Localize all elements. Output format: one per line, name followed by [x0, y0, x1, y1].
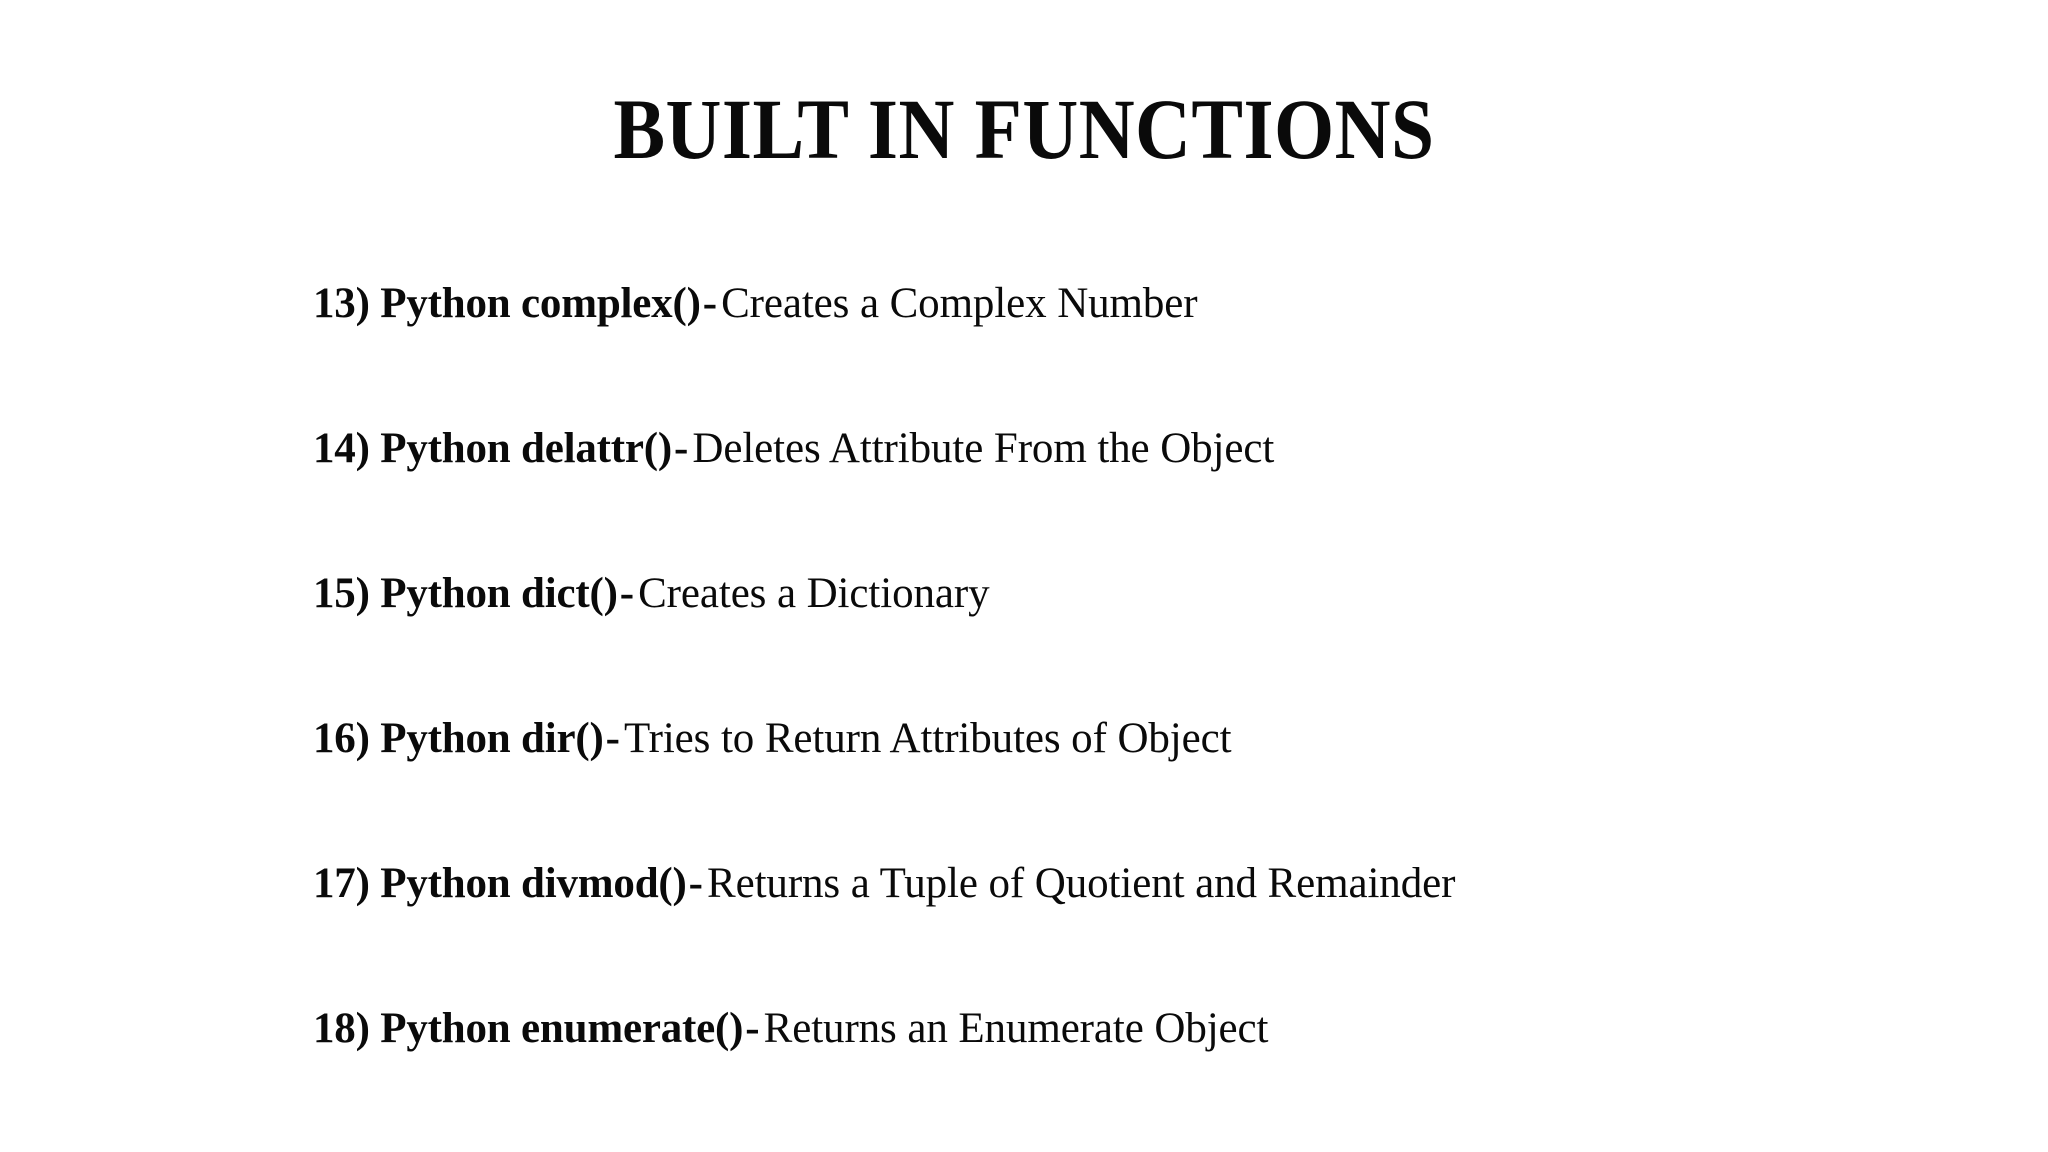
- separator-dash: -: [688, 860, 703, 907]
- function-description: Deletes Attribute From the Object: [692, 425, 1275, 472]
- list-item: 13) Python complex()-Creates a Complex N…: [313, 278, 1963, 423]
- list-item: 16) Python dir()-Tries to Return Attribu…: [313, 713, 1963, 858]
- function-name: 18) Python enumerate(): [313, 1005, 744, 1052]
- separator-dash: -: [619, 570, 635, 617]
- function-name: 14) Python delattr(): [313, 425, 673, 472]
- separator-dash: -: [605, 715, 620, 762]
- function-description: Returns an Enumerate Object: [763, 1005, 1269, 1052]
- separator-dash: -: [674, 425, 689, 472]
- function-name: 16) Python dir(): [313, 715, 604, 762]
- list-item: 15) Python dict()-Creates a Dictionary: [313, 568, 1963, 713]
- function-description: Creates a Dictionary: [638, 570, 990, 617]
- list-item: 18) Python enumerate()-Returns an Enumer…: [313, 1003, 1963, 1148]
- page-title: BUILT IN FUNCTIONS: [613, 81, 1435, 177]
- list-item: 17) Python divmod()-Returns a Tuple of Q…: [313, 858, 1963, 1003]
- built-in-functions-list: 13) Python complex()-Creates a Complex N…: [313, 278, 1963, 1148]
- function-description: Returns a Tuple of Quotient and Remainde…: [707, 860, 1456, 907]
- function-name: 13) Python complex(): [313, 280, 701, 327]
- function-name: 15) Python dict(): [313, 570, 618, 617]
- list-item: 14) Python delattr()-Deletes Attribute F…: [313, 423, 1963, 568]
- function-description: Tries to Return Attributes of Object: [623, 715, 1232, 762]
- separator-dash: -: [745, 1005, 760, 1052]
- function-name: 17) Python divmod(): [313, 860, 687, 907]
- separator-dash: -: [702, 280, 718, 327]
- function-description: Creates a Complex Number: [721, 280, 1198, 327]
